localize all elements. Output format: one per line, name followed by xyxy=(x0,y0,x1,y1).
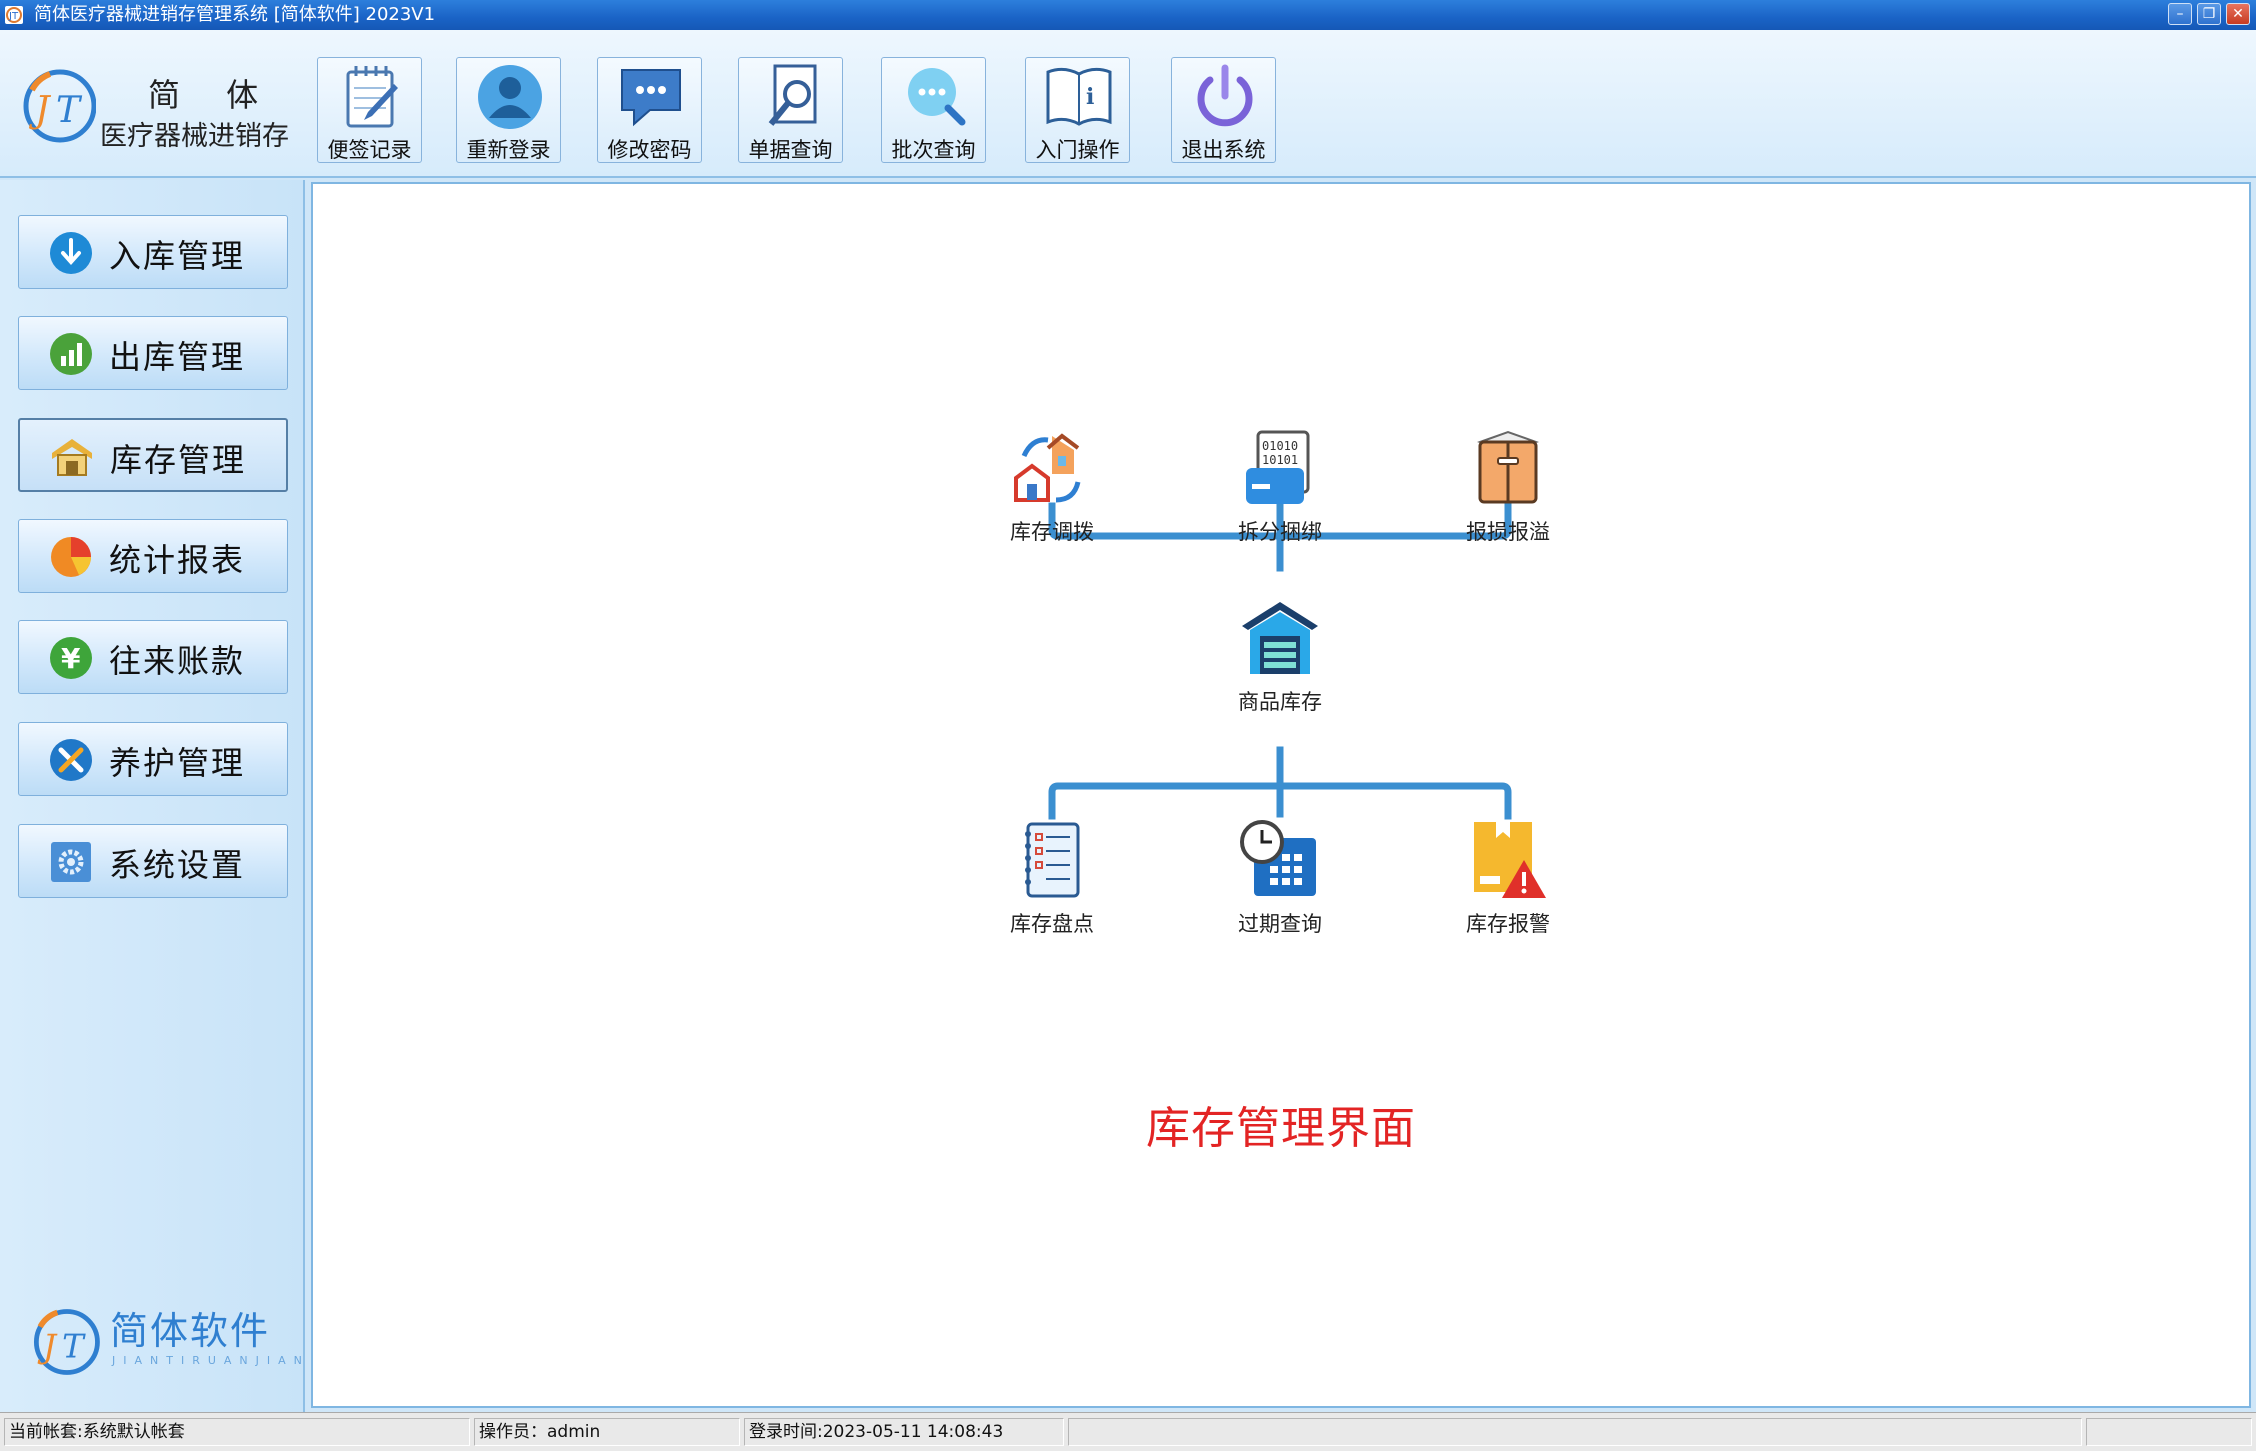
toolbar-label: 便签记录 xyxy=(327,138,412,162)
maximize-button[interactable]: ❐ xyxy=(2197,3,2221,25)
info-book-icon: i xyxy=(1046,67,1112,126)
split-bundle-icon: 01010 10101 xyxy=(1246,430,1310,504)
status-bar: 当前帐套:系统默认帐套 操作员：admin 登录时间:2023-05-11 14… xyxy=(0,1412,2256,1451)
tools-icon xyxy=(50,739,92,781)
sidebar: 入库管理 出库管理 库存管理 统计报表 ¥ 往来账款 xyxy=(0,180,305,1412)
warehouse-icon xyxy=(52,439,92,476)
svg-text:T: T xyxy=(62,1327,86,1365)
notepad-pen-icon xyxy=(346,66,398,128)
arrow-down-circle-icon xyxy=(50,232,92,274)
node-goods-inventory[interactable]: 商品库存 xyxy=(1210,598,1350,738)
box-warning-icon xyxy=(1474,822,1546,898)
brand-name: 简体软件 xyxy=(110,1309,271,1353)
logo-subtitle: 医疗器械进销存 xyxy=(100,121,289,152)
sidebar-item-stock-out[interactable]: 出库管理 xyxy=(18,316,288,390)
minimize-button[interactable]: – xyxy=(2168,3,2192,25)
toolbar-exit-button[interactable]: 退出系统 xyxy=(1171,57,1276,163)
user-icon xyxy=(478,65,542,129)
brand-pinyin: JIANTIRUANJIAN xyxy=(112,1354,310,1367)
inventory-diagram-canvas: 库存调拨 01010 10101 拆分捆绑 报损报溢 xyxy=(311,182,2251,1408)
brand-logo: J T 简体软件 JIANTIRUANJIAN xyxy=(28,1300,302,1390)
main-area: 库存调拨 01010 10101 拆分捆绑 报损报溢 xyxy=(308,180,2256,1412)
close-button[interactable]: ✕ xyxy=(2226,3,2250,25)
status-login-time: 登录时间:2023-05-11 14:08:43 xyxy=(744,1418,1064,1446)
toolbar-getting-started-button[interactable]: i 入门操作 xyxy=(1025,57,1130,163)
sidebar-item-maintenance[interactable]: 养护管理 xyxy=(18,722,288,796)
node-loss-overflow[interactable]: 报损报溢 xyxy=(1438,428,1578,568)
status-operator: 操作员：admin xyxy=(474,1418,740,1446)
header-toolbar: J T 简 体 医疗器械进销存 便签记录 重新登录 修改密码 xyxy=(0,30,2256,178)
checklist-icon xyxy=(1025,822,1080,898)
house-transfer-icon xyxy=(1014,433,1081,503)
brand-icon: J T xyxy=(33,1309,100,1375)
sidebar-item-reports[interactable]: 统计报表 xyxy=(18,519,288,593)
toolbar-label: 退出系统 xyxy=(1181,138,1266,162)
toolbar-label: 入门操作 xyxy=(1035,138,1120,162)
box-icon xyxy=(1477,430,1539,504)
node-label: 库存盘点 xyxy=(1010,912,1094,936)
sidebar-item-label: 库存管理 xyxy=(110,441,247,479)
toolbar-relogin-button[interactable]: 重新登录 xyxy=(456,57,561,163)
bar-chart-circle-icon xyxy=(50,333,92,375)
node-label: 库存调拨 xyxy=(1010,520,1094,544)
connector-lines xyxy=(1048,502,1512,820)
svg-text:JT: JT xyxy=(8,11,19,22)
sidebar-item-label: 统计报表 xyxy=(109,541,246,579)
password-chat-icon xyxy=(621,69,681,127)
toolbar-label: 修改密码 xyxy=(607,138,692,162)
toolbar-notes-button[interactable]: 便签记录 xyxy=(317,57,422,163)
node-label: 拆分捆绑 xyxy=(1238,520,1322,544)
pie-chart-icon xyxy=(51,537,91,577)
svg-text:T: T xyxy=(56,90,83,131)
status-empty-panel-right xyxy=(2086,1418,2252,1446)
sidebar-item-label: 出库管理 xyxy=(109,338,246,376)
chat-search-icon xyxy=(908,68,966,126)
calendar-clock-icon xyxy=(1240,820,1316,896)
sidebar-item-label: 入库管理 xyxy=(109,237,246,275)
page-title: 库存管理界面 xyxy=(1146,1103,1416,1154)
node-label: 库存报警 xyxy=(1466,912,1550,936)
yen-circle-icon: ¥ xyxy=(50,637,92,679)
node-split-bundle[interactable]: 01010 10101 拆分捆绑 xyxy=(1210,428,1350,568)
status-account: 当前帐套:系统默认帐套 xyxy=(4,1418,470,1446)
toolbar-document-search-button[interactable]: 单据查询 xyxy=(738,57,843,163)
node-stock-count[interactable]: 库存盘点 xyxy=(982,820,1122,960)
logo-title: 简 体 xyxy=(148,76,277,114)
svg-text:01010: 01010 xyxy=(1262,439,1298,453)
window-title: 简体医疗器械进销存管理系统 [简体软件] 2023V1 xyxy=(34,4,436,25)
toolbar-batch-search-button[interactable]: 批次查询 xyxy=(881,57,986,163)
toolbar-label: 批次查询 xyxy=(891,138,976,162)
document-search-icon xyxy=(768,64,817,126)
sidebar-item-settings[interactable]: 系统设置 xyxy=(18,824,288,898)
svg-text:i: i xyxy=(1086,84,1094,110)
node-label: 过期查询 xyxy=(1238,912,1322,936)
node-label: 报损报溢 xyxy=(1466,520,1550,544)
sidebar-item-label: 往来账款 xyxy=(109,642,246,680)
status-empty-panel xyxy=(1068,1418,2082,1446)
sidebar-item-label: 系统设置 xyxy=(109,846,246,884)
logo-icon: J T xyxy=(23,69,96,143)
toolbar-change-password-button[interactable]: 修改密码 xyxy=(597,57,702,163)
svg-text:J: J xyxy=(37,1327,58,1365)
node-stock-alarm[interactable]: 库存报警 xyxy=(1438,820,1578,960)
app-icon: JT xyxy=(5,6,23,24)
gear-icon xyxy=(51,842,91,882)
power-icon xyxy=(1197,64,1253,127)
sidebar-item-accounts[interactable]: ¥ 往来账款 xyxy=(18,620,288,694)
toolbar-label: 重新登录 xyxy=(466,138,551,162)
warehouse-store-icon xyxy=(1242,602,1318,674)
sidebar-item-label: 养护管理 xyxy=(109,744,246,782)
node-label: 商品库存 xyxy=(1238,690,1322,714)
svg-text:¥: ¥ xyxy=(61,642,81,675)
sidebar-item-stock-in[interactable]: 入库管理 xyxy=(18,215,288,289)
toolbar-label: 单据查询 xyxy=(748,138,833,162)
title-bar: JT 简体医疗器械进销存管理系统 [简体软件] 2023V1 – ❐ ✕ xyxy=(0,0,2256,30)
svg-text:10101: 10101 xyxy=(1262,453,1298,467)
node-expiry-query[interactable]: 过期查询 xyxy=(1210,820,1350,960)
node-stock-transfer[interactable]: 库存调拨 xyxy=(982,428,1122,568)
sidebar-item-inventory[interactable]: 库存管理 xyxy=(18,418,288,492)
